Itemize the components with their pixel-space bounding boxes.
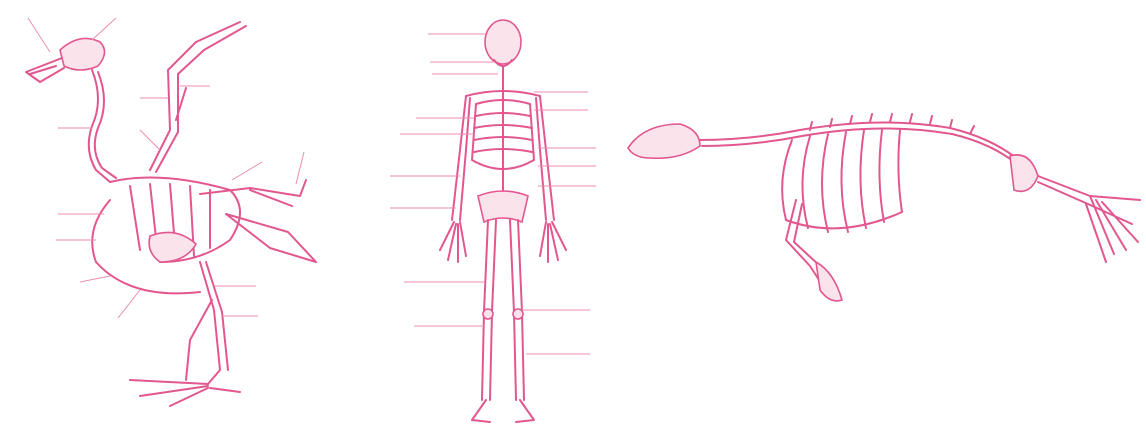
human-skeleton-panel — [370, 0, 620, 440]
bird-leg — [130, 262, 240, 406]
human-feet — [472, 400, 534, 422]
bird-wing-upper — [150, 22, 246, 172]
human-legs — [482, 220, 524, 400]
bird-ribcage — [110, 178, 240, 263]
human-skull — [485, 20, 521, 64]
seal-front-flipper — [786, 200, 842, 301]
bird-skeleton-panel — [0, 0, 330, 440]
human-skeleton-figure — [370, 0, 620, 440]
human-pelvis — [478, 191, 528, 222]
bird-wing-lower — [200, 180, 306, 206]
seal-skeleton-figure — [620, 0, 1146, 440]
human-hands — [440, 222, 566, 262]
bird-skeleton-figure — [0, 0, 330, 440]
seal-pelvis — [1010, 155, 1038, 192]
seal-skeleton-panel — [620, 0, 1146, 440]
bird-skull — [26, 38, 105, 82]
seal-skull — [628, 124, 700, 158]
seal-hind-flippers — [1038, 176, 1140, 262]
